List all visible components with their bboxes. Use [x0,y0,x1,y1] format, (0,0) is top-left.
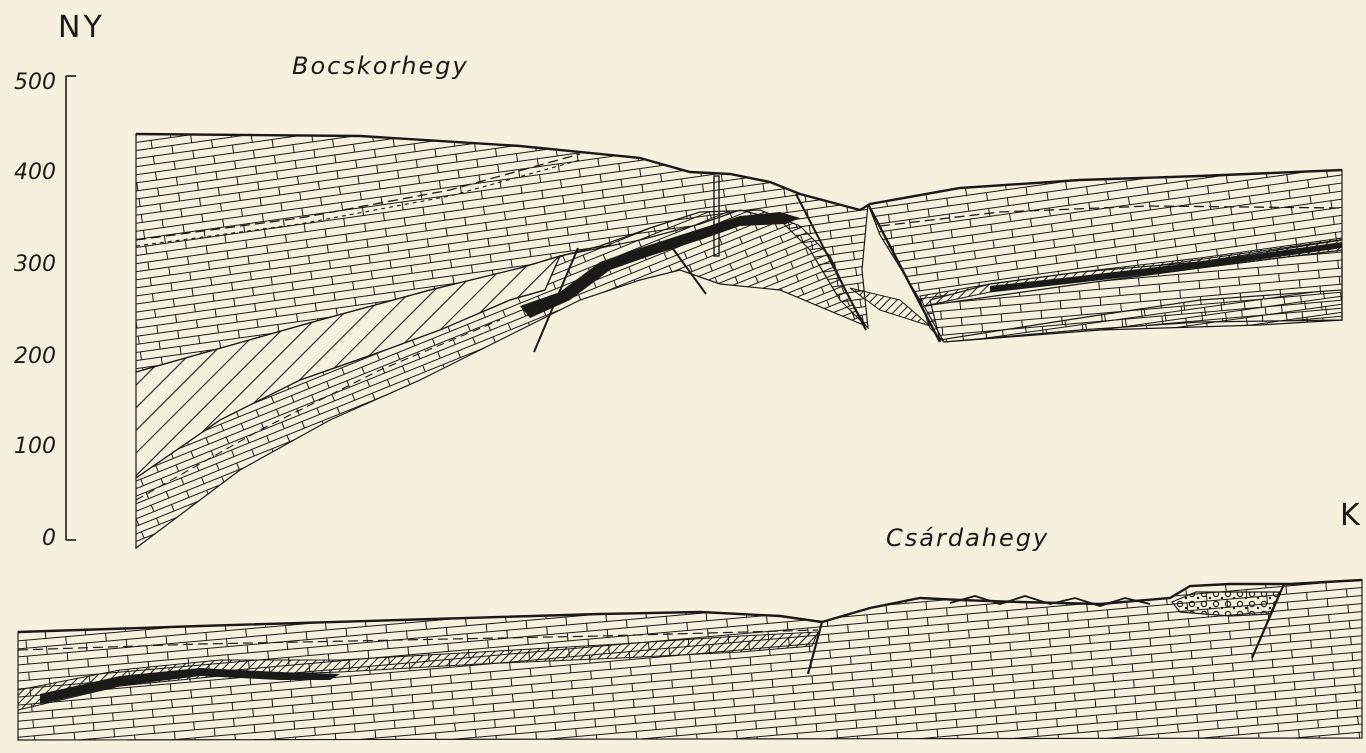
upper-section [136,134,1342,548]
elevation-axis [66,76,76,540]
lower-conglomerate [1172,592,1280,616]
lower-section [18,580,1362,740]
